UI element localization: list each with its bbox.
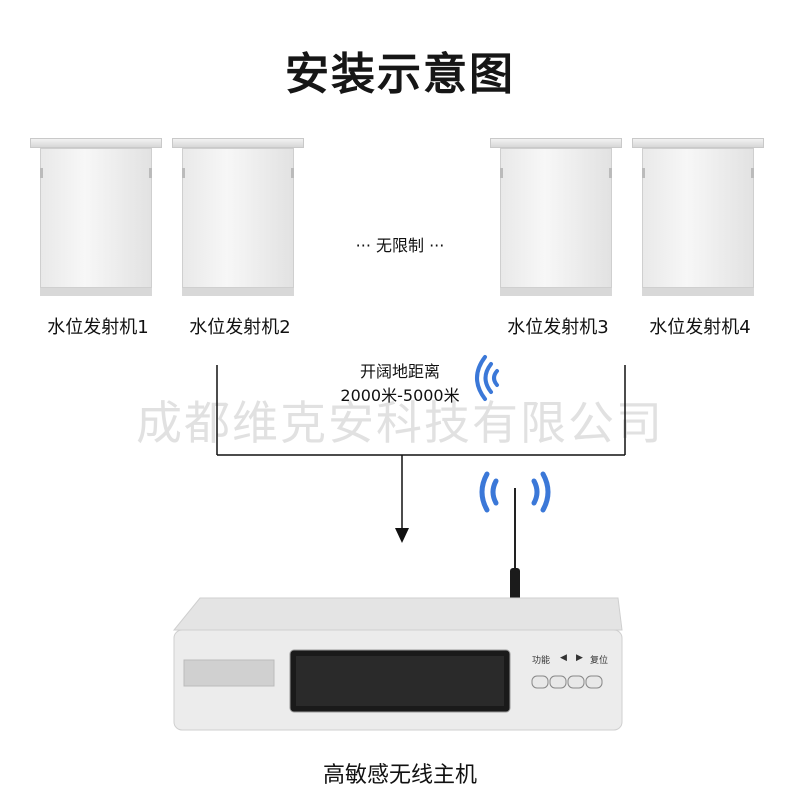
distance-label: 开阔地距离 (359, 362, 440, 381)
reset-button-label: 复位 (590, 656, 609, 666)
wifi-signal-icon (475, 355, 499, 401)
unlimited-text: ··· 无限制 ··· (355, 236, 445, 255)
receiver-label: 高敏感无线主机 (322, 763, 477, 788)
transmitter-label-1: 水位发射机1 (47, 317, 149, 338)
page-title: 安装示意图 (285, 49, 515, 100)
antenna-signal-icon (479, 471, 551, 513)
distance-range: 2000米-5000米 (340, 386, 460, 405)
left-button-label: ◀ (560, 653, 567, 663)
receiver-host-device (172, 597, 623, 731)
transmitter-label-4: 水位发射机4 (649, 317, 751, 338)
function-button-label: 功能 (532, 656, 551, 666)
transmitter-label-2: 水位发射机2 (189, 317, 291, 338)
transmitter-label-3: 水位发射机3 (507, 317, 609, 338)
watermark-text: 成都维克安科技有限公司 (136, 396, 664, 450)
transmitter-cabinet-3 (490, 138, 622, 298)
transmitter-cabinet-4 (632, 138, 764, 298)
antenna (510, 488, 520, 602)
transmitter-cabinet-2 (172, 138, 304, 298)
down-arrow-icon (395, 528, 409, 543)
right-button-label: ▶ (576, 653, 583, 663)
transmitter-cabinet-1 (30, 138, 162, 298)
bracket-lines (216, 365, 626, 530)
